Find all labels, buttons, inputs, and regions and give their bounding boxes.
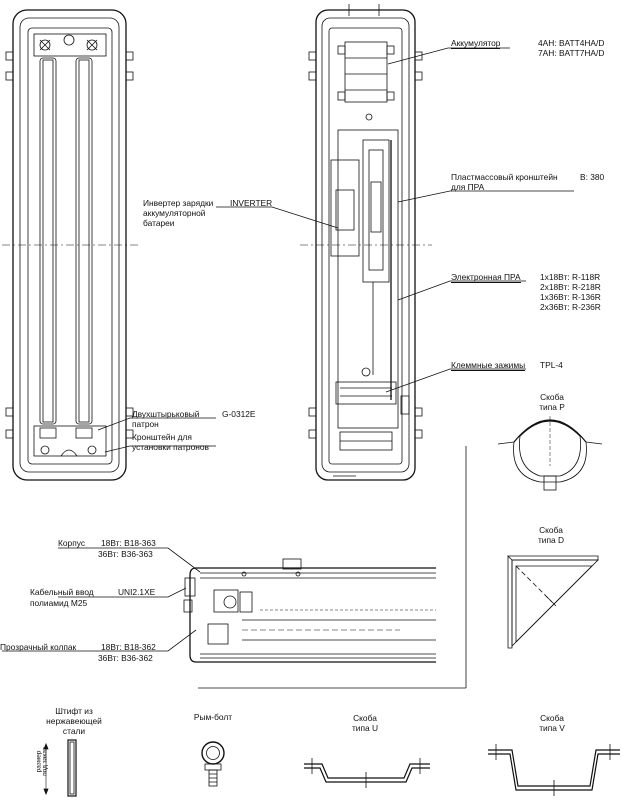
bracket-p-drawing xyxy=(497,416,603,491)
bracket-v-drawing xyxy=(488,744,620,796)
label-bracket-u-2: типа U xyxy=(351,723,379,733)
label-cable-1: Кабельный ввод xyxy=(30,587,94,597)
label-terminals-code: TPL-4 xyxy=(540,360,563,370)
label-eyebolt: Рым-болт xyxy=(193,712,233,722)
leader-battery xyxy=(387,47,510,65)
luminaire-front-view xyxy=(2,9,138,481)
label-cable-2: полиамид M25 xyxy=(30,598,88,608)
bracket-u-drawing xyxy=(304,758,430,788)
leader-body xyxy=(58,547,201,573)
leader-socket xyxy=(97,417,216,431)
label-cable-code: UNI2.1XE xyxy=(118,587,156,597)
leader-ballast xyxy=(397,280,526,301)
label-ballast-code-4: 2x36Вт: R-236R xyxy=(540,302,601,312)
label-ballast-code-1: 1x18Вт: R-118R xyxy=(540,272,601,282)
luminaire-gear-view xyxy=(300,4,432,481)
label-pin-size-2: под заказ xyxy=(41,747,49,776)
label-cover: Прозрачный колпак xyxy=(0,642,77,652)
label-battery: Аккумулятор xyxy=(451,38,501,49)
leader-plastic-bracket xyxy=(397,190,574,203)
label-bracket-d-1: Скоба xyxy=(539,525,563,535)
label-body-36: 36Вт: B36-363 xyxy=(98,549,153,559)
luminaire-side-view xyxy=(183,558,436,663)
label-ballast: Электронная ПРА xyxy=(451,272,521,283)
leader-cable-gland xyxy=(58,587,187,598)
label-inverter-2: аккумуляторной xyxy=(143,208,206,218)
label-bracket-p-1: Скоба xyxy=(540,392,564,402)
label-inverter-3: батареи xyxy=(143,218,175,228)
leader-inverter xyxy=(216,206,339,229)
label-plastic-bracket-code: B: 380 xyxy=(580,172,605,182)
label-plastic-bracket-1: Пластмассовый кронштейн xyxy=(451,172,558,182)
label-battery-4ah: 4AH: BATT4HA/D xyxy=(538,38,605,48)
label-socket-code: G-0312E xyxy=(222,409,256,419)
label-socket-1: Двухштырьковый xyxy=(132,409,200,419)
leader-terminals xyxy=(385,368,526,393)
label-inverter-1: Инвертер зарядки xyxy=(143,198,214,208)
label-bracket-v-2: типа V xyxy=(539,723,565,733)
label-pin-2: нержавеющей xyxy=(46,716,102,726)
label-plastic-bracket-2: для ПРА xyxy=(451,182,485,192)
bracket-d-drawing xyxy=(507,555,599,649)
label-cover-18: 18Вт: B18-362 xyxy=(101,642,156,652)
label-pin-3: стали xyxy=(62,726,86,736)
label-cover-36: 36Вт: B36-362 xyxy=(98,653,153,663)
label-terminals: Клеммные зажимы xyxy=(451,360,526,371)
label-socket-bracket-1: Кронштейн для xyxy=(132,432,192,442)
label-body: Корпус xyxy=(58,538,86,548)
label-pin-1: Штифт из xyxy=(55,706,93,716)
label-body-18: 18Вт: B18-363 xyxy=(101,538,156,548)
label-bracket-u-1: Скоба xyxy=(353,713,377,723)
label-socket-bracket-2: установки патронов xyxy=(132,442,209,452)
label-bracket-d-2: типа D xyxy=(537,535,565,545)
label-bracket-p-2: типа P xyxy=(539,402,565,412)
leader-cover xyxy=(2,629,197,652)
leader-socket-bracket xyxy=(104,445,216,453)
label-ballast-code-3: 1x36Вт: R-136R xyxy=(540,292,601,302)
label-inverter-code: INVERTER xyxy=(230,198,273,208)
label-ballast-code-2: 2x18Вт: R-218R xyxy=(540,282,601,292)
pin-drawing xyxy=(43,739,77,797)
label-socket-2: патрон xyxy=(132,419,159,429)
label-battery-7ah: 7AH: BATT7HA/D xyxy=(538,48,605,58)
eyebolt-drawing xyxy=(201,741,225,787)
label-bracket-v-1: Скоба xyxy=(540,713,564,723)
